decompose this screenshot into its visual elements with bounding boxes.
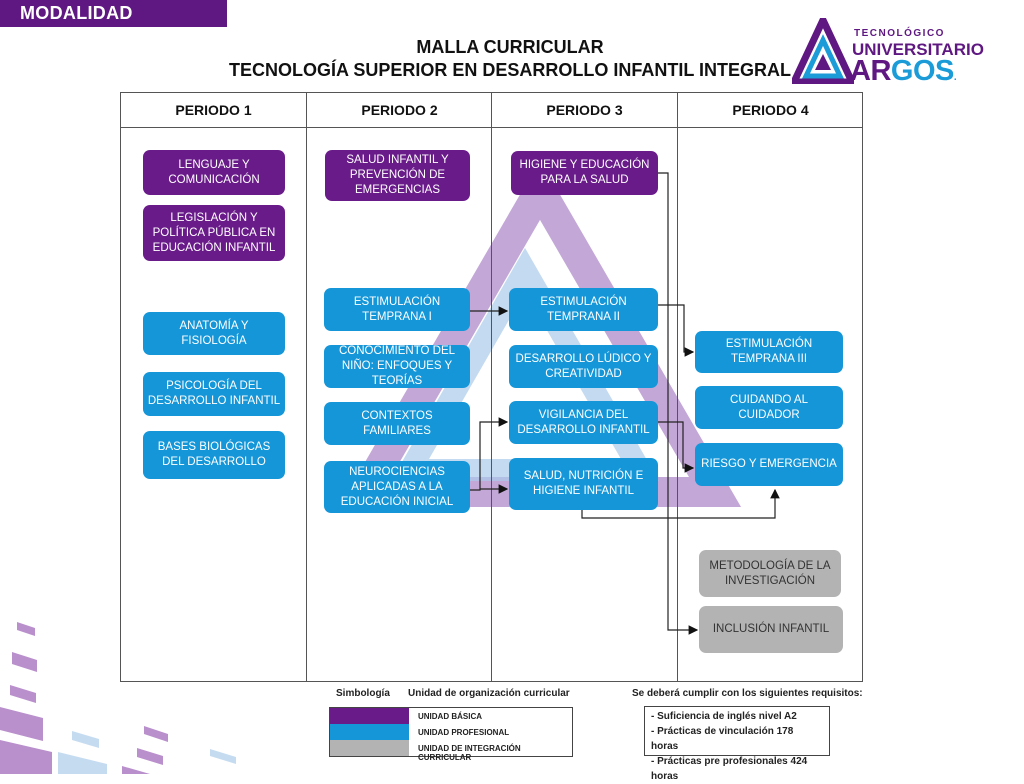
- arrow-higiene-inclusion: [658, 172, 699, 635]
- institution-logo: TECNOLÓGICO UNIVERSITARIO ARGOS.: [788, 11, 1002, 87]
- column-divider: [491, 93, 492, 681]
- course-legislacion-politica[interactable]: LEGISLACIÓN Y POLÍTICA PÚBLICA EN EDUCAC…: [143, 205, 285, 261]
- course-cuidando-cuidador[interactable]: CUIDANDO AL CUIDADOR: [695, 386, 843, 429]
- legend-swatch-basica: [330, 708, 409, 724]
- course-lenguaje-comunicacion[interactable]: LENGUAJE Y COMUNICACIÓN: [143, 150, 285, 195]
- arrow-neuro-vigilancia: [470, 417, 509, 491]
- legend-swatch-integracion: [330, 740, 409, 756]
- arrow-vigilancia-riesgo: [658, 421, 695, 473]
- course-desarrollo-ludico[interactable]: DESARROLLO LÚDICO Y CREATIVIDAD: [509, 345, 658, 388]
- logo-text-tecnologico: TECNOLÓGICO: [854, 28, 945, 39]
- requirement-english: - Suficiencia de inglés nivel A2: [651, 711, 797, 722]
- course-salud-infantil-prevencion[interactable]: SALUD INFANTIL Y PREVENCIÓN DE EMERGENCI…: [325, 150, 470, 201]
- course-estimulacion-temprana-2[interactable]: ESTIMULACIÓN TEMPRANA II: [509, 288, 658, 331]
- legend-label-integracion: UNIDAD DE INTEGRACIÓN CURRICULAR: [418, 744, 521, 762]
- course-inclusion-infantil[interactable]: INCLUSIÓN INFANTIL: [699, 606, 843, 653]
- column-divider: [306, 93, 307, 681]
- period-1-header: PERIODO 1: [121, 93, 306, 128]
- program-title: TECNOLOGÍA SUPERIOR EN DESARROLLO INFANT…: [228, 60, 792, 80]
- course-bases-biologicas[interactable]: BASES BIOLÓGICAS DEL DESARROLLO: [143, 431, 285, 479]
- modality-banner: MODALIDAD PRESENCIAL: [0, 0, 227, 50]
- legend-swatch-profesional: [330, 724, 409, 740]
- course-conocimiento-nino[interactable]: CONOCIMIENTO DEL NIÑO: ENFOQUES Y TEORÍA…: [324, 345, 470, 388]
- arrow-et2-et3: [658, 304, 695, 357]
- requirement-vinculacion: - Prácticas de vinculación 178 horas: [651, 726, 794, 752]
- triangle-logo-icon: [788, 11, 858, 86]
- course-estimulacion-temprana-1[interactable]: ESTIMULACIÓN TEMPRANA I: [324, 288, 470, 331]
- course-psicologia-desarrollo[interactable]: PSICOLOGÍA DEL DESARROLLO INFANTIL: [143, 372, 285, 416]
- logo-text-universitario: UNIVERSITARIO: [852, 40, 984, 59]
- course-higiene-educacion-salud[interactable]: HIGIENE Y EDUCACIÓN PARA LA SALUD: [511, 151, 658, 195]
- course-riesgo-emergencia[interactable]: RIESGO Y EMERGENCIA: [695, 443, 843, 486]
- requirements-box: - Suficiencia de inglés nivel A2 - Práct…: [644, 706, 830, 782]
- column-divider: [677, 93, 678, 681]
- period-4-header: PERIODO 4: [678, 93, 863, 128]
- course-neurociencias[interactable]: NEUROCIENCIAS APLICADAS A LA EDUCACIÓN I…: [324, 461, 470, 513]
- legend-box: UNIDAD BÁSICA UNIDAD PROFESIONAL UNIDAD …: [329, 707, 573, 762]
- curriculum-grid: PERIODO 1 PERIODO 2 PERIODO 3 PERIODO 4: [120, 92, 863, 682]
- legend-label-basica: UNIDAD BÁSICA: [418, 712, 482, 721]
- course-contextos-familiares[interactable]: CONTEXTOS FAMILIARES: [324, 402, 470, 445]
- period-2-header: PERIODO 2: [307, 93, 492, 128]
- course-salud-nutricion-higiene[interactable]: SALUD, NUTRICIÓN E HIGIENE INFANTIL: [509, 458, 658, 510]
- logo-text-argos: ARGOS.: [850, 55, 957, 87]
- requirement-preprofesionales: - Prácticas pre profesionales 424 horas: [651, 756, 808, 782]
- course-metodologia-investigacion[interactable]: METODOLOGÍA DE LA INVESTIGACIÓN: [699, 550, 841, 597]
- page-title: MALLA CURRICULAR: [416, 37, 604, 57]
- course-vigilancia-desarrollo[interactable]: VIGILANCIA DEL DESARROLLO INFANTIL: [509, 401, 658, 444]
- requirements-title: Se deberá cumplir con los siguientes req…: [632, 688, 863, 699]
- legend-label-profesional: UNIDAD PROFESIONAL: [418, 728, 510, 737]
- arrow-salud-riesgo: [581, 488, 780, 519]
- legend-unidad-header: Unidad de organización curricular: [408, 688, 570, 699]
- course-estimulacion-temprana-3[interactable]: ESTIMULACIÓN TEMPRANA III: [695, 331, 843, 373]
- legend-simbologia-label: Simbología: [336, 688, 390, 699]
- period-3-header: PERIODO 3: [492, 93, 677, 128]
- course-anatomia-fisiologia[interactable]: ANATOMÍA Y FISIOLOGÍA: [143, 312, 285, 355]
